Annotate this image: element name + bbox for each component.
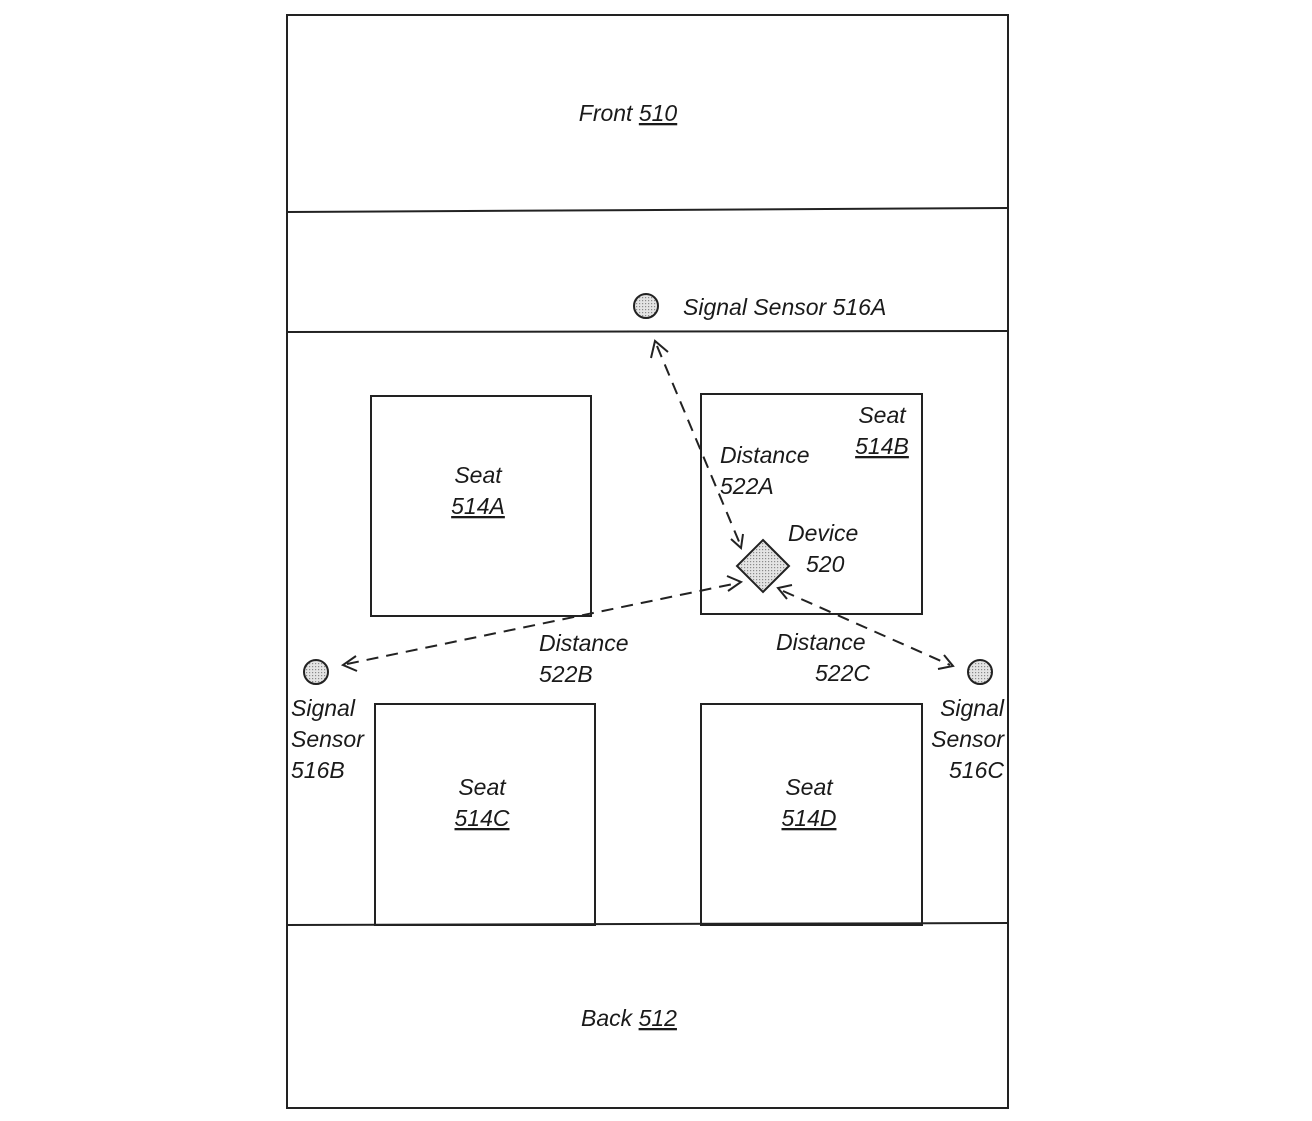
distance-522c-arrowhead-sensor bbox=[937, 654, 955, 670]
front-label: Front 510 bbox=[579, 100, 678, 126]
distance-522b-arrowhead-device bbox=[726, 575, 744, 592]
signal-sensor-516b-line3: 516B bbox=[291, 757, 345, 783]
distance-522a-line bbox=[656, 345, 741, 545]
seat-514b-label: Seat bbox=[858, 402, 907, 428]
signal-sensor-516c-line2: Sensor bbox=[931, 726, 1005, 752]
distance-522c-line1: Distance bbox=[776, 629, 865, 655]
distance-522a-line1: Distance bbox=[720, 442, 809, 468]
distance-522c-line2: 522C bbox=[815, 660, 870, 686]
seat-514a bbox=[370, 395, 592, 617]
distance-522b-arrowhead-sensor bbox=[340, 655, 358, 672]
device-520-line1: Device bbox=[788, 520, 858, 546]
signal-sensor-516b-line1: Signal bbox=[291, 695, 356, 721]
seat-514a-label: Seat bbox=[454, 462, 503, 488]
distance-522b-line2: 522B bbox=[539, 661, 593, 687]
signal-sensor-516c-line1: Signal bbox=[940, 695, 1005, 721]
seat-514c-ref: 514C bbox=[455, 805, 510, 831]
seat-514d-label: Seat bbox=[785, 774, 834, 800]
device-520-line2: 520 bbox=[806, 551, 845, 577]
seat-514d bbox=[700, 703, 923, 926]
distance-522c-line bbox=[782, 590, 951, 666]
distance-522b-line bbox=[346, 582, 739, 665]
distance-522b-line1: Distance bbox=[539, 630, 628, 656]
sensor-row-divider bbox=[286, 330, 1009, 333]
distance-522a-arrowhead-sensor bbox=[650, 339, 669, 359]
seat-514b bbox=[700, 393, 923, 615]
distance-522c-arrowhead-device bbox=[776, 584, 793, 600]
cabin-outline bbox=[286, 14, 1009, 1109]
signal-sensor-516b-line2: Sensor bbox=[291, 726, 365, 752]
seat-514b-ref: 514B bbox=[855, 433, 909, 459]
signal-sensor-516c-line3: 516C bbox=[949, 757, 1004, 783]
distance-522a-arrowhead-device bbox=[730, 533, 744, 550]
signal-sensor-516a-icon bbox=[633, 293, 659, 319]
signal-sensor-516b-icon bbox=[303, 659, 329, 685]
back-label: Back 512 bbox=[581, 1005, 677, 1031]
seat-514a-ref: 514A bbox=[451, 493, 505, 519]
signal-sensor-516a-label: Signal Sensor 516A bbox=[683, 294, 886, 320]
front-divider bbox=[286, 207, 1009, 213]
distance-522a-line2: 522A bbox=[720, 473, 774, 499]
seat-514c-label: Seat bbox=[458, 774, 507, 800]
device-520-icon bbox=[735, 538, 791, 594]
seat-514d-ref: 514D bbox=[782, 805, 837, 831]
seat-514c bbox=[374, 703, 596, 926]
signal-sensor-516c-icon bbox=[967, 659, 993, 685]
